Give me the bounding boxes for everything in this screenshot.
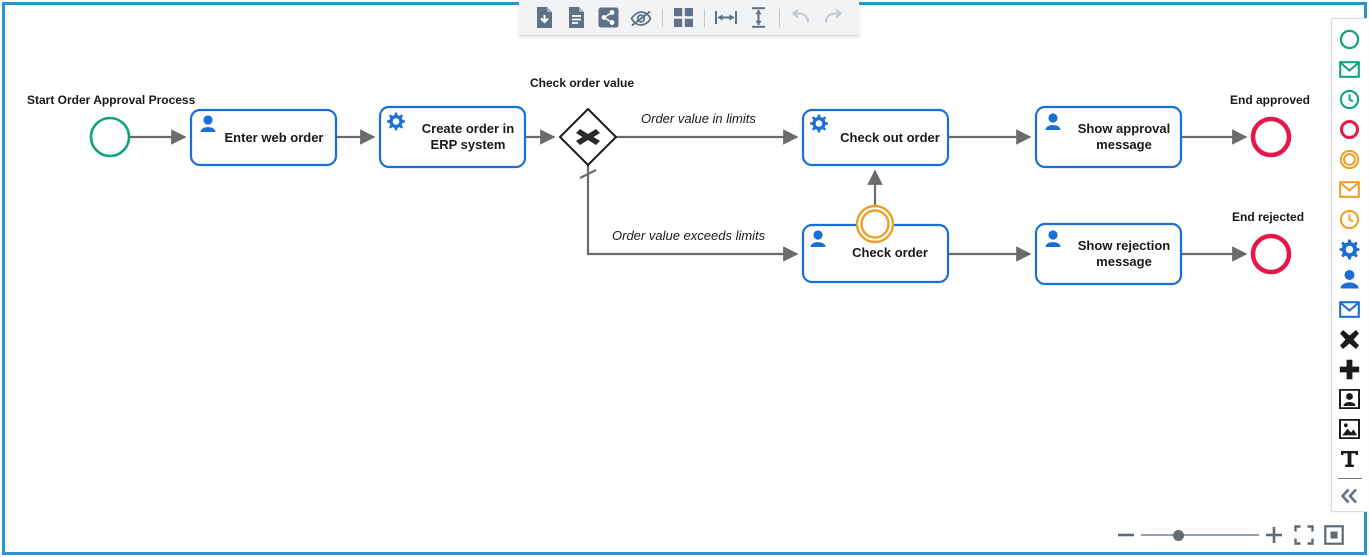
user-task-icon bbox=[1045, 230, 1061, 247]
exclusive-gateway[interactable] bbox=[558, 107, 618, 167]
service-task-icon bbox=[810, 114, 828, 133]
end-event-icon[interactable] bbox=[1334, 115, 1366, 145]
palette-divider bbox=[1337, 478, 1362, 480]
user-task-icon[interactable] bbox=[1334, 265, 1366, 295]
service-task-icon bbox=[387, 112, 405, 131]
user-task-icon bbox=[810, 230, 826, 247]
start-event-label: Start Order Approval Process bbox=[27, 93, 196, 107]
end-event-rejected[interactable] bbox=[1250, 233, 1292, 275]
eye-slash-button[interactable] bbox=[625, 3, 657, 33]
undo-button[interactable] bbox=[785, 3, 817, 33]
element-palette bbox=[1331, 18, 1367, 512]
start-event[interactable] bbox=[89, 116, 131, 158]
start-timer-event-icon[interactable] bbox=[1334, 85, 1366, 115]
document-button[interactable] bbox=[561, 3, 593, 33]
toolbar-separator-3 bbox=[779, 8, 781, 27]
zoom-in-button[interactable] bbox=[1259, 522, 1289, 548]
boundary-event-icon[interactable] bbox=[1334, 145, 1366, 175]
send-task-icon[interactable] bbox=[1334, 294, 1366, 324]
toolbar-separator-2 bbox=[704, 8, 706, 27]
redo-button[interactable] bbox=[817, 3, 849, 33]
task-label-line2: ERP system bbox=[431, 137, 506, 152]
gateway-x-icon bbox=[576, 129, 600, 145]
zoom-slider[interactable] bbox=[1141, 522, 1259, 548]
exclusive-gateway-icon[interactable] bbox=[1334, 324, 1366, 354]
image-icon[interactable] bbox=[1334, 414, 1366, 444]
flow-label-exceeds-limits: Order value exceeds limits bbox=[612, 228, 766, 243]
task-label-line2: message bbox=[1096, 254, 1152, 269]
text-tool-icon[interactable] bbox=[1334, 444, 1366, 474]
zoom-controls bbox=[1111, 521, 1349, 549]
task-label-line1: Show approval bbox=[1078, 121, 1170, 136]
end-rejected-label: End rejected bbox=[1232, 210, 1304, 224]
default-flow-marker bbox=[579, 169, 597, 179]
zoom-slider-rail bbox=[1141, 534, 1259, 536]
task-label-line2: message bbox=[1096, 137, 1152, 152]
task-label-line1: Show rejection bbox=[1078, 238, 1171, 253]
start-message-event-icon[interactable] bbox=[1334, 55, 1366, 85]
pool-icon[interactable] bbox=[1334, 384, 1366, 414]
task-label: Check out order bbox=[840, 130, 940, 145]
start-event-icon[interactable] bbox=[1334, 25, 1366, 55]
task-check-out-order[interactable]: Check out order bbox=[801, 108, 950, 167]
fullscreen-button[interactable] bbox=[1289, 522, 1319, 548]
sequence-flows bbox=[129, 129, 1248, 262]
service-task-icon[interactable] bbox=[1334, 235, 1366, 265]
flow-gateway-to-checkorder[interactable] bbox=[586, 165, 799, 262]
parallel-gateway-icon[interactable] bbox=[1334, 354, 1366, 384]
flow-label-in-limits: Order value in limits bbox=[641, 111, 756, 126]
zoom-slider-handle[interactable] bbox=[1173, 530, 1184, 541]
boundary-event[interactable] bbox=[855, 204, 895, 244]
user-task-icon bbox=[1045, 113, 1061, 130]
share-button[interactable] bbox=[593, 3, 625, 33]
grid-button[interactable] bbox=[668, 3, 700, 33]
intermediate-message-event-icon[interactable] bbox=[1334, 175, 1366, 205]
collapse-palette-icon[interactable] bbox=[1334, 481, 1366, 511]
task-show-approval-message[interactable]: Show approval message bbox=[1034, 105, 1183, 169]
end-event-approved[interactable] bbox=[1250, 116, 1292, 158]
fit-to-screen-button[interactable] bbox=[1319, 522, 1349, 548]
task-label-line1: Create order in bbox=[422, 121, 515, 136]
task-create-order-erp[interactable]: Create order in ERP system bbox=[378, 105, 527, 169]
task-label: Enter web order bbox=[225, 130, 324, 145]
gateway-label: Check order value bbox=[530, 76, 634, 90]
user-task-icon bbox=[200, 115, 216, 132]
end-approved-label: End approved bbox=[1230, 93, 1310, 107]
download-button[interactable] bbox=[529, 3, 561, 33]
top-toolbar bbox=[519, 0, 859, 36]
task-show-rejection-message[interactable]: Show rejection message bbox=[1034, 222, 1183, 286]
distribute-horizontal-button[interactable] bbox=[710, 3, 742, 33]
intermediate-timer-event-icon[interactable] bbox=[1334, 205, 1366, 235]
task-enter-web-order[interactable]: Enter web order bbox=[189, 108, 338, 167]
zoom-out-button[interactable] bbox=[1111, 522, 1141, 548]
task-label: Check order bbox=[852, 245, 928, 260]
toolbar-separator-1 bbox=[661, 8, 663, 27]
distribute-vertical-button[interactable] bbox=[742, 3, 774, 33]
